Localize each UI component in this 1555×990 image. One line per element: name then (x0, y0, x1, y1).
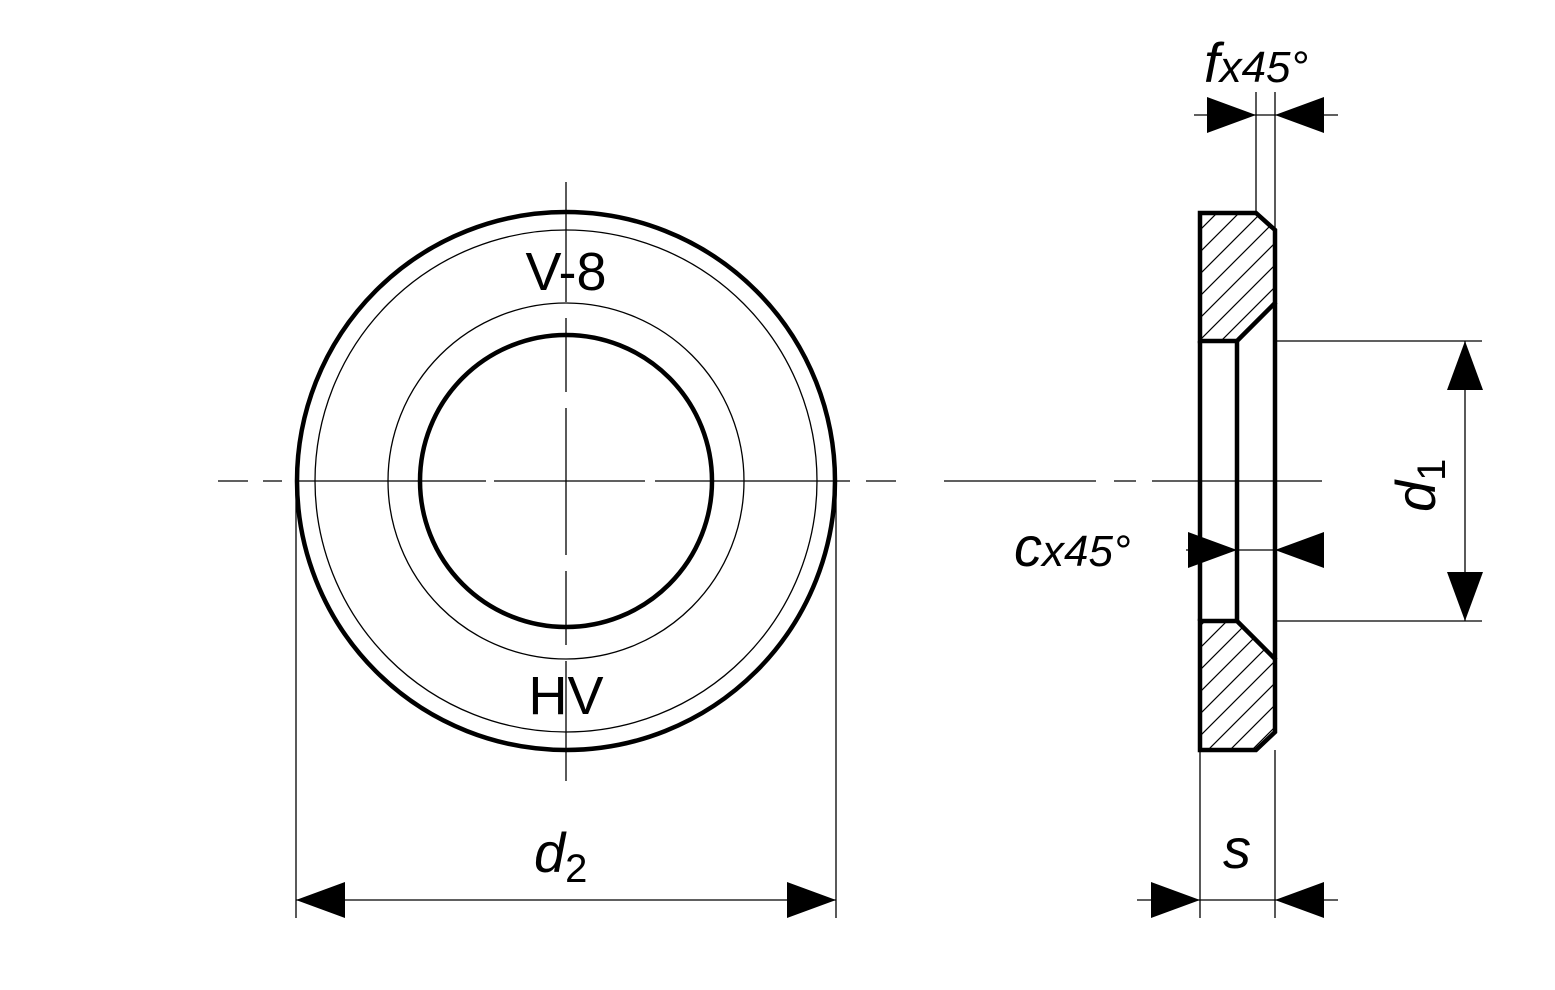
d2-arrow-left (296, 882, 345, 918)
c-arrow-left (1188, 532, 1237, 568)
d1-arrow-bottom (1447, 572, 1483, 621)
f-arrow-left (1207, 97, 1256, 133)
d1-label: d1 (1384, 459, 1454, 512)
c-label: cx45° (1014, 515, 1131, 578)
s-thickness-dimension: s (1137, 750, 1338, 918)
c-chamfer-dimension: cx45° (1014, 515, 1324, 578)
upper-section (1197, 210, 1278, 344)
d2-arrow-right (787, 882, 836, 918)
f-label: fx45° (1204, 31, 1308, 94)
lower-section (1197, 618, 1278, 753)
s-label: s (1223, 817, 1251, 880)
d1-dimension: d1 (1275, 340, 1483, 622)
d1-arrow-top (1447, 341, 1483, 390)
c-arrow-right (1275, 532, 1324, 568)
marking-bottom-label: HV (528, 666, 603, 726)
marking-top-label: V-8 (525, 242, 606, 302)
s-arrow-right (1275, 882, 1324, 918)
f-chamfer-dimension: fx45° (1194, 31, 1338, 230)
s-arrow-left (1151, 882, 1200, 918)
f-arrow-right (1275, 97, 1324, 133)
d2-dimension: d2 (295, 492, 837, 918)
d2-label: d2 (534, 821, 587, 891)
section-view (1197, 210, 1278, 753)
